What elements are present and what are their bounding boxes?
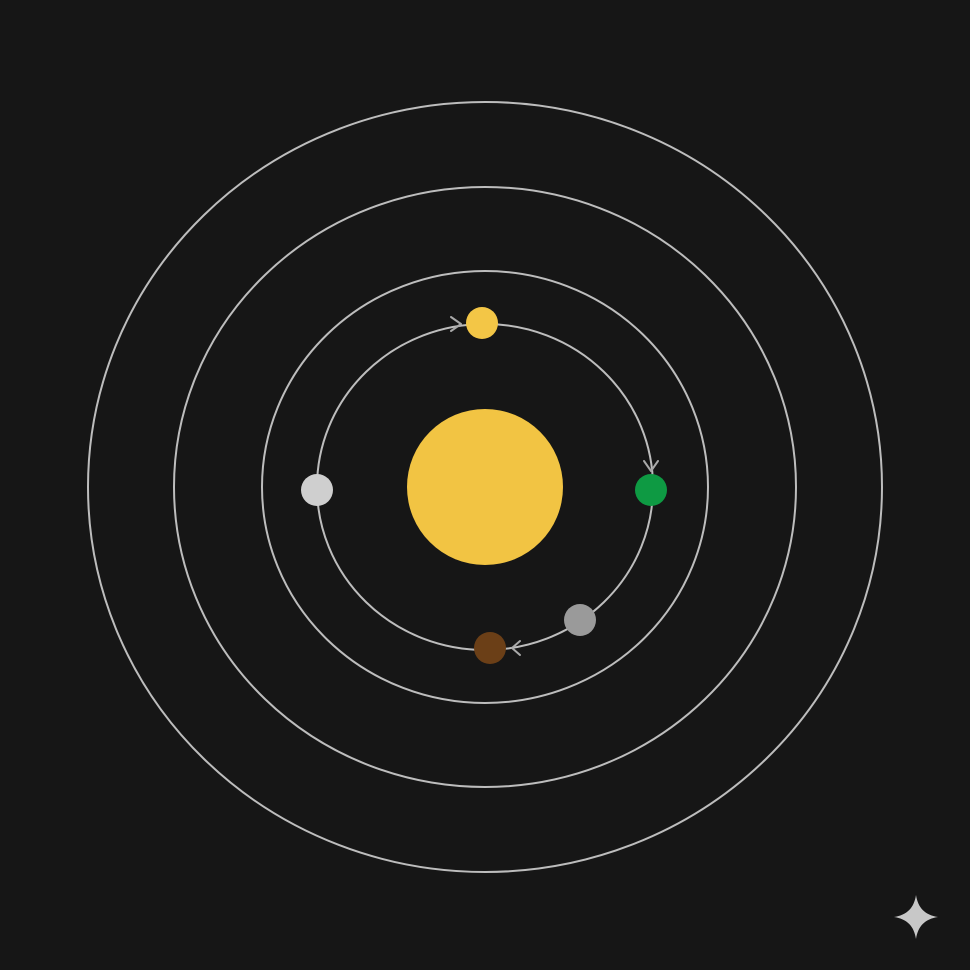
arrow-top	[450, 316, 462, 332]
celestial-bodies	[301, 307, 667, 664]
planet-green	[635, 474, 667, 506]
planet-gray	[564, 604, 596, 636]
orbit-2	[261, 270, 709, 704]
planet-white	[301, 474, 333, 506]
sun	[407, 409, 563, 565]
planet-yellow	[466, 307, 498, 339]
arrow-bottom	[511, 640, 521, 656]
orbit-4	[87, 101, 883, 873]
sparkle-icon	[894, 895, 938, 939]
orbit-3	[173, 186, 797, 788]
planet-brown	[474, 632, 506, 664]
arrow-right	[643, 460, 659, 472]
direction-arrows	[450, 316, 659, 656]
